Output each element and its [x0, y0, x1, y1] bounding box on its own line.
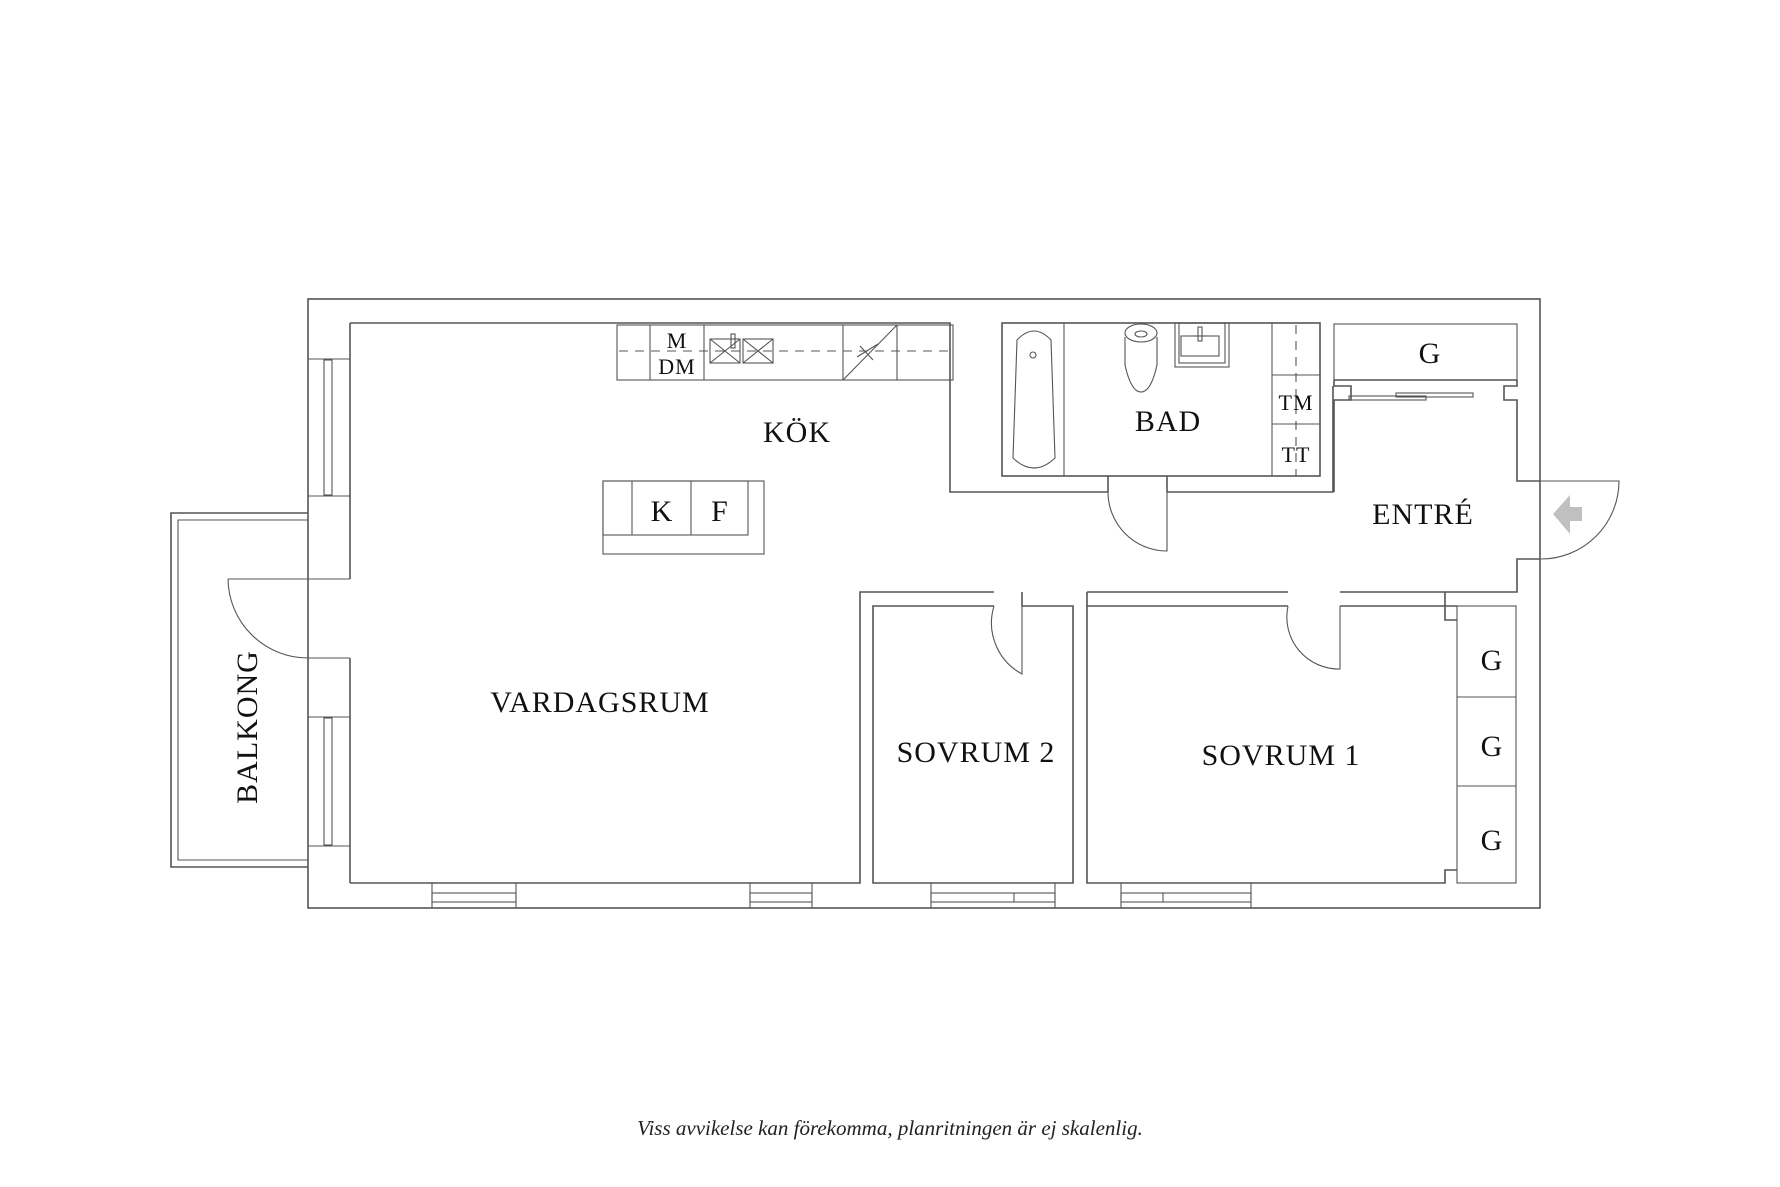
- sovrum2-door-swing: [990, 605, 1023, 675]
- washer-label: TM: [1279, 390, 1314, 415]
- entrance-door-swing: [1539, 480, 1620, 560]
- window: [1120, 892, 1252, 903]
- laundry-cabinet: TM TT: [1271, 323, 1320, 476]
- room-label-kok: KÖK: [763, 416, 831, 449]
- washbasin-icon: [1174, 322, 1230, 368]
- microwave-label: M: [667, 328, 688, 353]
- freezer-label: F: [711, 495, 729, 528]
- sink-icon: [709, 333, 774, 364]
- bathroom-door-swing: [1107, 491, 1168, 552]
- left-wall: [308, 323, 351, 883]
- room-label-bad: BAD: [1135, 405, 1201, 438]
- living-kitchen-walls: [350, 322, 1334, 884]
- wardrobe-label: G: [1481, 730, 1504, 763]
- balcony-door-swing: [227, 578, 309, 659]
- entrance-arrow-icon: [1553, 495, 1582, 534]
- kitchen-counter: M DM: [616, 324, 954, 381]
- disclaimer-caption: Viss avvikelse kan förekomma, planritnin…: [637, 1116, 1143, 1140]
- outer-walls: [307, 298, 1541, 909]
- window: [930, 892, 1056, 903]
- dishwasher-label: DM: [658, 354, 695, 379]
- window: [323, 717, 333, 846]
- bedroom-2: [990, 605, 1023, 675]
- room-label-entre: ENTRÉ: [1372, 498, 1474, 531]
- sovrum1-door-swing: [1286, 605, 1341, 670]
- entre-wardrobe-label: G: [1419, 337, 1442, 370]
- wardrobe-label: G: [1481, 824, 1504, 857]
- dryer-label: TT: [1282, 442, 1311, 467]
- room-label-vardagsrum: VARDAGSRUM: [490, 686, 710, 719]
- bathtub-icon: [1012, 323, 1065, 476]
- bedroom-1: G G G: [1086, 592, 1517, 884]
- stove-icon: [842, 324, 898, 381]
- bottom-windows: [431, 883, 1252, 908]
- window: [749, 892, 813, 903]
- bathroom: TM TT: [1001, 322, 1321, 552]
- fridge-freezer-unit: K F: [602, 480, 765, 555]
- window: [431, 892, 517, 903]
- entrance-hall: G: [1087, 323, 1620, 670]
- toilet-icon: [1124, 323, 1158, 393]
- room-label-sovrum1: SOVRUM 1: [1202, 739, 1361, 772]
- window: [323, 359, 333, 496]
- room-label-balkong: BALKONG: [231, 650, 264, 804]
- wardrobes: G G G: [1456, 605, 1517, 884]
- room-label-sovrum2: SOVRUM 2: [897, 736, 1056, 769]
- balcony: [170, 512, 350, 868]
- wardrobe-label: G: [1481, 644, 1504, 677]
- fridge-label: K: [651, 495, 674, 528]
